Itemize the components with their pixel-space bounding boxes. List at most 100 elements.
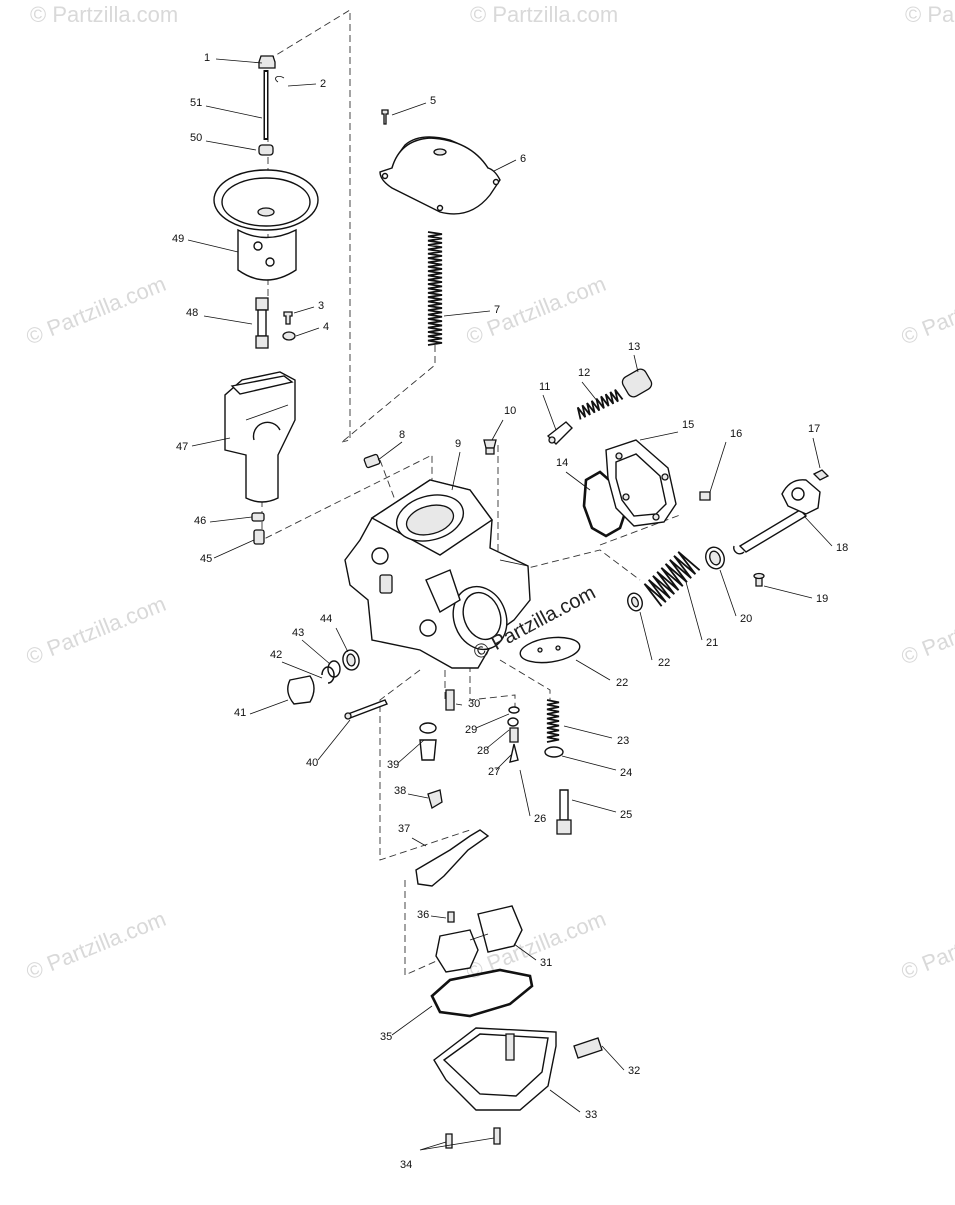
callout-leader-line xyxy=(209,516,253,523)
watermark-text: © Partzilla.com xyxy=(898,591,955,670)
float-bowl-icon xyxy=(433,1027,603,1149)
callout-label: 15 xyxy=(682,419,694,431)
callout-leader-line xyxy=(215,58,263,64)
left-side-parts xyxy=(287,649,388,720)
callout-label: 16 xyxy=(730,428,742,440)
callout-leader-line xyxy=(455,703,463,706)
callout-leader-line xyxy=(571,799,617,813)
callout-label: 44 xyxy=(320,613,332,625)
callout-label: 43 xyxy=(292,627,304,639)
callout-leader-line xyxy=(407,793,429,799)
callout-label: 37 xyxy=(398,823,410,835)
callout-label: 22 xyxy=(658,657,670,669)
callout-label: 40 xyxy=(306,757,318,769)
callout-label: 38 xyxy=(394,785,406,797)
callout-leader-line xyxy=(443,310,491,317)
coil-spring-icon xyxy=(643,551,701,607)
callout-leader-line xyxy=(377,441,403,461)
callout-label: 21 xyxy=(706,637,718,649)
callout-label: 26 xyxy=(534,813,546,825)
idle-screw-assembly xyxy=(546,368,653,445)
watermark-text: © Partzilla.com xyxy=(23,591,170,670)
callout-leader-line xyxy=(301,639,331,665)
callout-label: 30 xyxy=(468,698,480,710)
throttle-shaft xyxy=(733,469,830,587)
callout-leader-line xyxy=(293,306,315,314)
callout-leader-line xyxy=(249,699,289,715)
callout-leader-line xyxy=(191,437,231,447)
callout-leader-line xyxy=(391,102,427,116)
callout-label: 13 xyxy=(628,341,640,353)
callout-leader-line xyxy=(633,354,639,373)
callout-leader-line xyxy=(763,585,813,599)
watermark-text: © Partzilla.com xyxy=(463,271,610,350)
callout-leader-line xyxy=(411,837,427,847)
callout-leader-line xyxy=(397,739,425,764)
callout-leader-line xyxy=(475,713,510,729)
callout-label: 8 xyxy=(399,429,405,441)
callout-label: 46 xyxy=(194,515,206,527)
watermark-text: © Partzilla.com xyxy=(905,2,955,27)
callout-leader-line xyxy=(803,515,833,547)
callout-leader-line xyxy=(317,719,351,761)
throttle-slide xyxy=(224,371,296,545)
callout-leader-line xyxy=(187,239,239,253)
callout-leader-line xyxy=(561,755,617,771)
spring-coil xyxy=(643,551,701,607)
callout-leader-line xyxy=(581,381,599,403)
callout-label: 24 xyxy=(620,767,632,779)
jet-needle-parts xyxy=(445,689,572,835)
callout-leader-line xyxy=(486,729,510,749)
callout-label: 49 xyxy=(172,233,184,245)
spring-coil xyxy=(546,699,560,743)
callout-label: 33 xyxy=(585,1109,597,1121)
callout-leader-line xyxy=(563,725,613,739)
callout-leader-line xyxy=(542,394,557,431)
callout-leader-line xyxy=(812,437,821,469)
callout-label: 48 xyxy=(186,307,198,319)
callout-leader-line xyxy=(549,1089,581,1113)
carburetor-body-icon xyxy=(344,479,531,669)
callout-leader-line xyxy=(281,661,323,679)
callout-leader-line xyxy=(639,611,653,661)
callout-label: 32 xyxy=(628,1065,640,1077)
callout-leader-line xyxy=(575,659,611,681)
callout-label: 25 xyxy=(620,809,632,821)
callout-leader-line xyxy=(495,753,513,771)
carburetor-top-cover-icon xyxy=(379,109,501,215)
callout-leader-line xyxy=(295,327,320,337)
callout-leader-line xyxy=(601,1045,625,1071)
callout-label: 39 xyxy=(387,759,399,771)
callout-leader-line xyxy=(335,627,349,653)
throttle-plate xyxy=(519,636,581,664)
callout-label: 17 xyxy=(808,423,820,435)
float-assembly xyxy=(430,905,534,1018)
callout-leader-line xyxy=(565,471,591,491)
callout-label: 22 xyxy=(616,677,628,689)
watermark-text: © Partzilla.com xyxy=(470,2,618,27)
callout-label: 27 xyxy=(488,766,500,778)
callout-leader-line xyxy=(685,581,703,641)
callout-leader-line xyxy=(203,315,253,325)
callout-label: 20 xyxy=(740,613,752,625)
diaphragm-piston xyxy=(213,169,319,281)
watermark-text: © Partzilla.com xyxy=(898,906,955,985)
callout-leader-line xyxy=(287,83,317,87)
callout-label: 1 xyxy=(204,52,210,64)
callout-label: 6 xyxy=(520,153,526,165)
callout-label: 11 xyxy=(539,381,550,393)
throttle-return-parts xyxy=(627,546,725,612)
callout-label: 14 xyxy=(556,457,568,469)
callout-label: 3 xyxy=(318,300,324,312)
callout-leader-line xyxy=(491,419,504,441)
callout-label: 45 xyxy=(200,553,212,565)
callout-label: 31 xyxy=(540,957,552,969)
callout-leader-line xyxy=(709,441,727,493)
callout-label: 23 xyxy=(617,735,629,747)
callout-label: 7 xyxy=(494,304,500,316)
callout-leader-line xyxy=(513,943,537,961)
float-pin-assembly xyxy=(415,722,490,887)
spring-coil xyxy=(427,231,443,346)
